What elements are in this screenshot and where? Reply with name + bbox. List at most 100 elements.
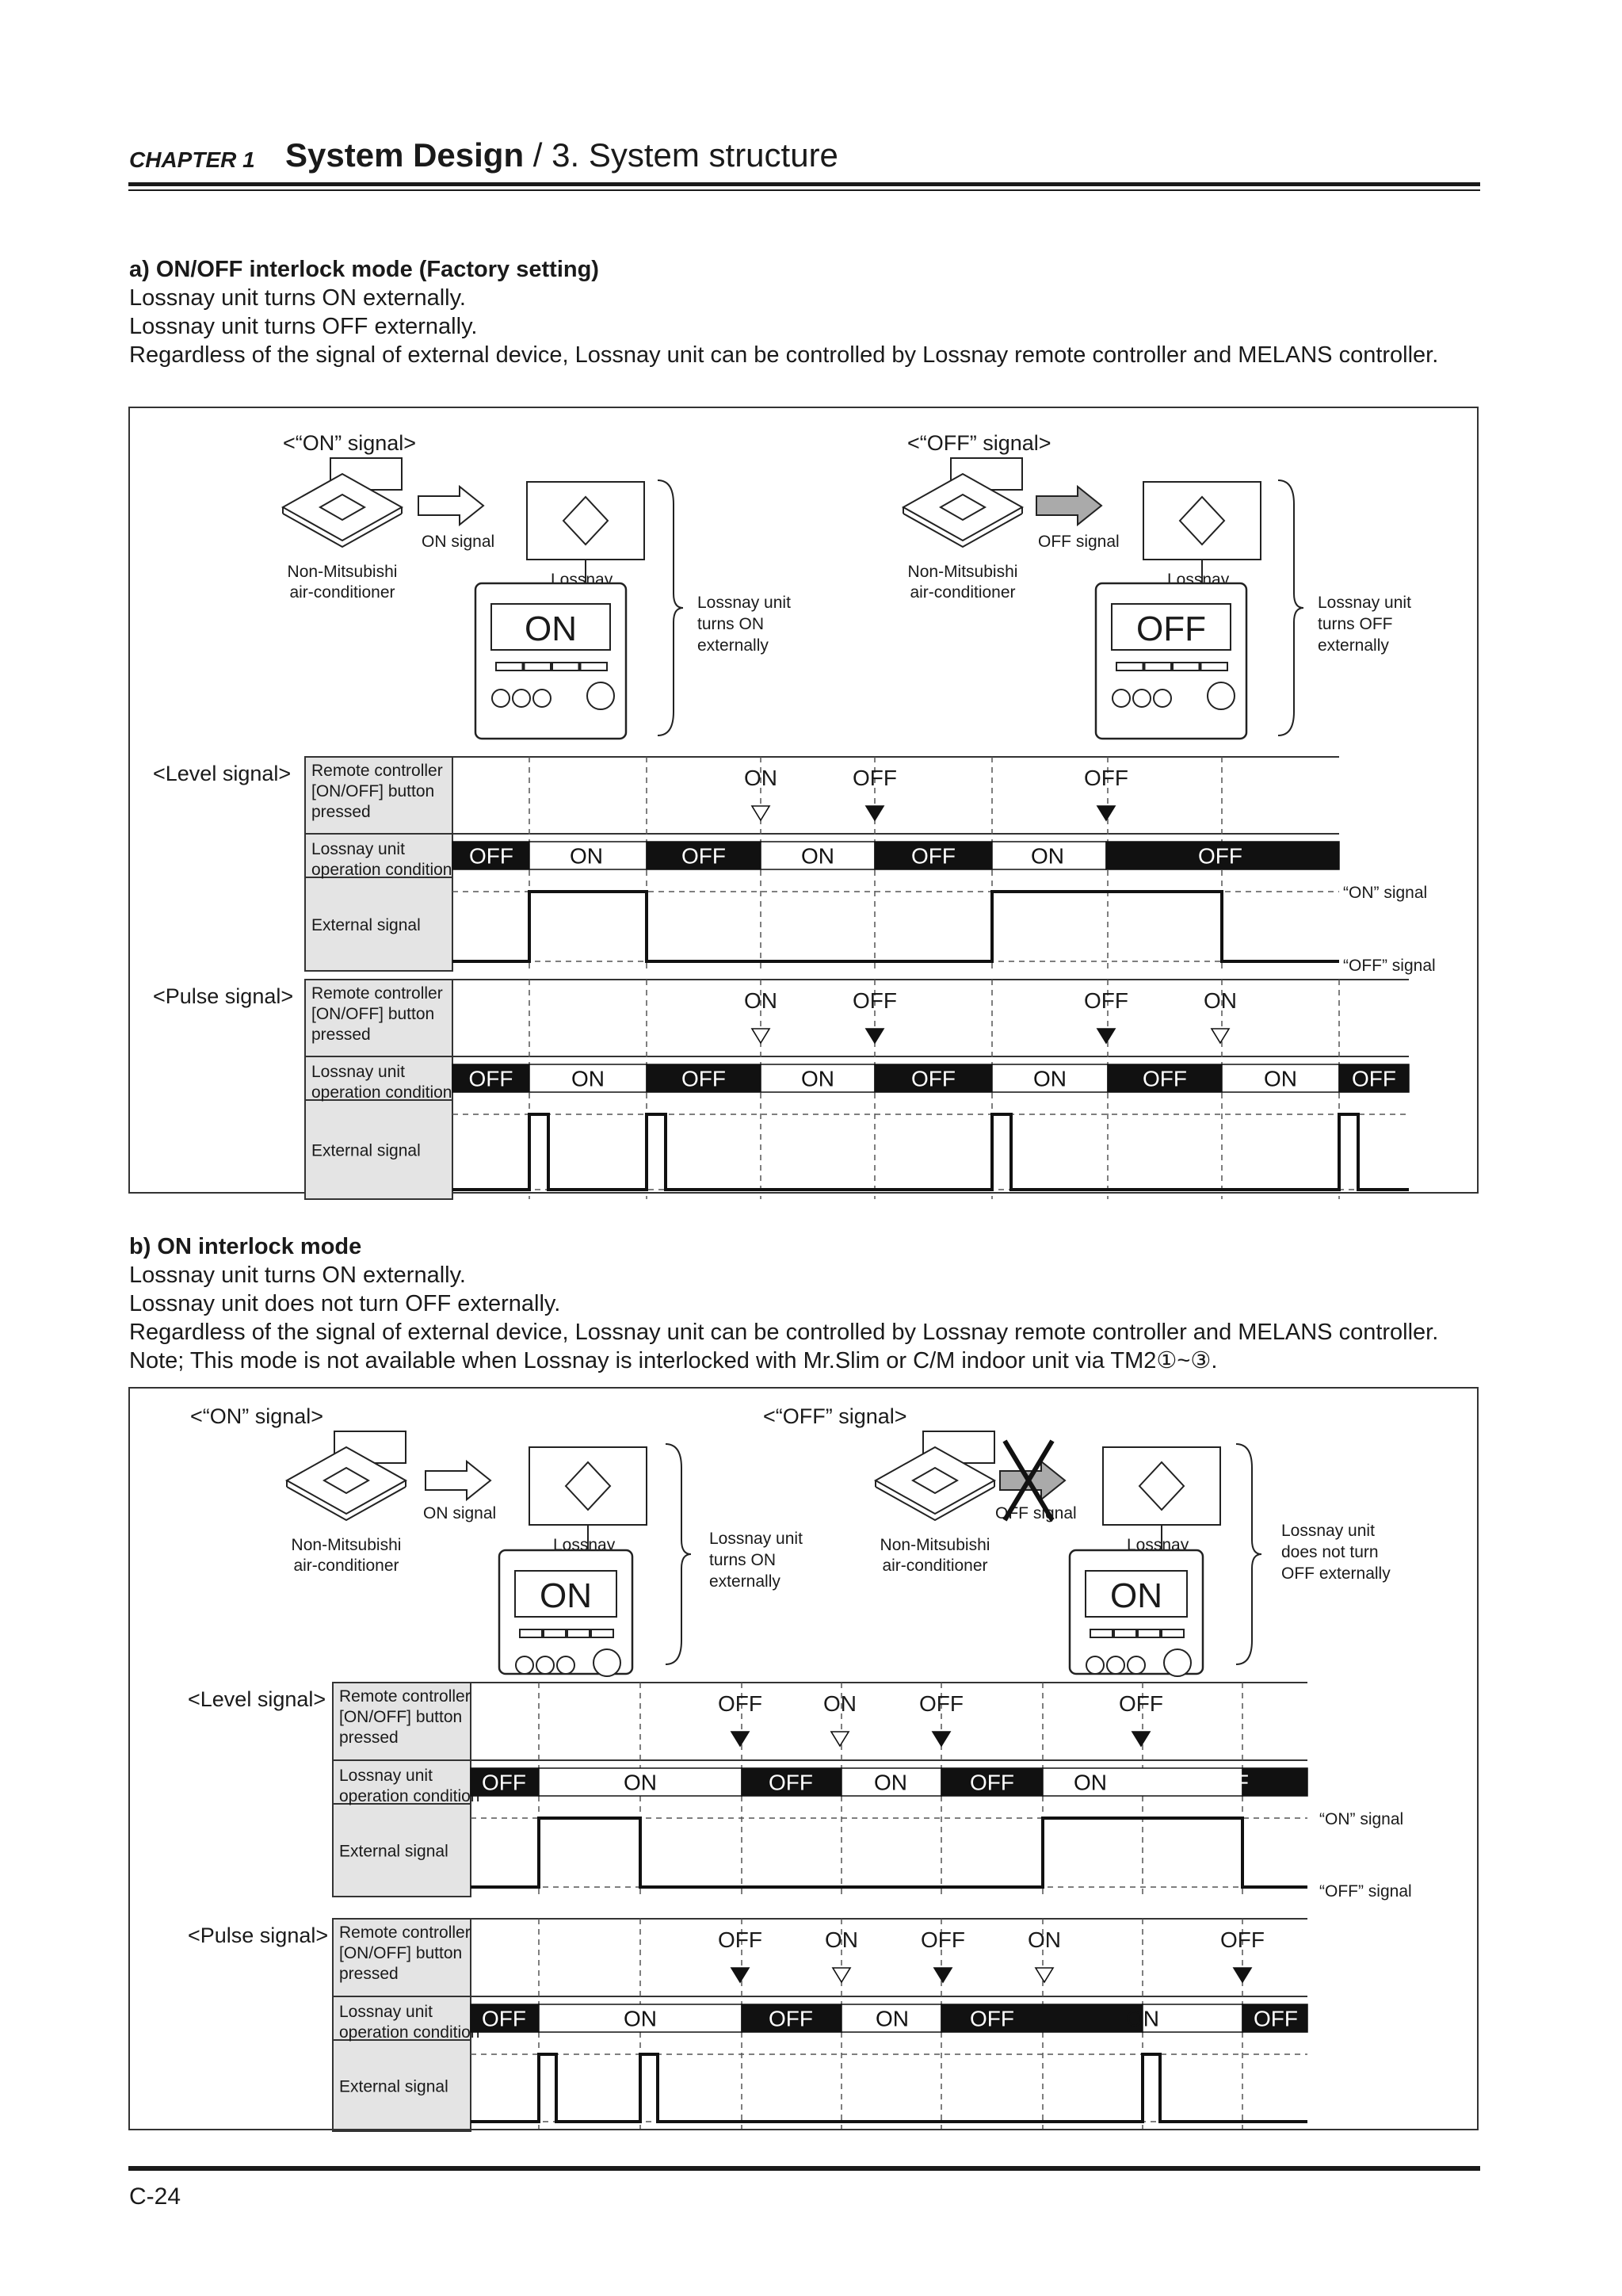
press-marker-filled	[730, 1731, 750, 1748]
press-label: ON	[825, 1927, 858, 1952]
state-off-bar	[470, 2004, 540, 2033]
state-label: ON	[570, 844, 603, 869]
press-label: OFF	[853, 766, 897, 790]
diamond-icon	[562, 495, 609, 546]
state-off-bar	[1105, 841, 1340, 870]
footer-rule	[128, 2166, 1480, 2171]
controller-button	[1112, 689, 1131, 708]
press-label: OFF	[853, 988, 897, 1013]
controller-key	[1137, 1629, 1161, 1638]
signal-block-title: <“OFF” signal>	[763, 1404, 907, 1428]
chapter-label: CHAPTER 1	[129, 147, 255, 172]
state-on-bar	[538, 2004, 742, 2033]
row-label-remote: pressed	[311, 1026, 371, 1044]
state-off-bar	[646, 1064, 761, 1093]
arrow-label: OFF signal	[995, 1504, 1077, 1522]
row-label-remote: pressed	[311, 803, 371, 821]
press-label: OFF	[1220, 1927, 1265, 1952]
signal-arrow	[1036, 484, 1103, 527]
result-label: Lossnay unit	[709, 1530, 803, 1548]
controller-button	[1086, 1656, 1105, 1675]
row-label-remote: [ON/OFF] button	[311, 1005, 434, 1023]
page-number: C-24	[129, 2183, 181, 2210]
controller-key	[1113, 1629, 1137, 1638]
ac-label: Non-Mitsubishi	[292, 1536, 402, 1554]
controller-key	[495, 662, 524, 671]
section-a-line: Lossnay unit turns OFF externally.	[129, 314, 478, 339]
controller-key	[579, 662, 608, 671]
controller-display-text: ON	[525, 609, 577, 648]
arrow-label: OFF signal	[1038, 533, 1120, 551]
diagram-frame-b	[128, 1387, 1479, 2130]
ac-label: Non-Mitsubishi	[880, 1536, 990, 1554]
result-label: Lossnay unit	[1318, 594, 1411, 612]
controller-key	[543, 1629, 567, 1638]
state-label: ON	[874, 1771, 907, 1795]
controller-button	[1132, 689, 1151, 708]
timing-section-label: <Pulse signal>	[153, 984, 293, 1008]
external-signal-wave	[452, 890, 1339, 963]
controller-key	[1161, 1629, 1185, 1638]
row-label-external: External signal	[339, 2078, 448, 2096]
press-label: ON	[744, 766, 777, 790]
row-label-remote: Remote controller	[339, 1924, 471, 1942]
result-label: turns OFF	[1318, 615, 1393, 633]
section-a-heading: a) ON/OFF interlock mode (Factory settin…	[129, 257, 599, 282]
ac-label: air-conditioner	[882, 1557, 987, 1575]
row-label-operation: operation condition	[339, 1787, 479, 1805]
header-rule	[128, 182, 1480, 186]
ac-label: air-conditioner	[910, 583, 1015, 602]
state-label: OFF	[482, 1771, 526, 1795]
controller-power-button	[586, 682, 615, 710]
signal-arrow	[425, 1459, 492, 1502]
row-label-operation: Lossnay unit	[339, 1767, 433, 1785]
section-a-line: Lossnay unit turns ON externally.	[129, 285, 466, 311]
state-on-bar	[760, 1064, 876, 1093]
state-label: OFF	[911, 844, 956, 869]
ac-vent	[938, 493, 987, 521]
ac-vent	[322, 1466, 371, 1495]
section-b-line: Regardless of the signal of external dev…	[129, 1320, 1439, 1345]
legend-on-signal: “ON” signal	[1343, 884, 1427, 902]
brace	[1235, 1443, 1262, 1665]
state-off-bar	[452, 1064, 530, 1093]
state-on-bar	[1042, 1767, 1243, 1797]
ac-vent	[910, 1466, 960, 1495]
controller-button	[491, 689, 510, 708]
ac-edge	[875, 1486, 995, 1522]
ac-edge	[903, 513, 1023, 548]
controller-display	[1085, 1570, 1188, 1618]
ac-edge	[282, 513, 403, 548]
state-off-bar	[941, 2004, 1143, 2033]
row-label-external: External signal	[311, 1142, 421, 1160]
state-off-bar	[1242, 2004, 1308, 2033]
signal-block-title: <“ON” signal>	[190, 1404, 323, 1428]
row-label-operation: operation condition	[311, 861, 452, 879]
press-label: ON	[823, 1691, 857, 1716]
ac-edge	[286, 1486, 406, 1522]
legend-off-signal: “OFF” signal	[1319, 1882, 1412, 1901]
section-b-heading: b) ON interlock mode	[129, 1234, 362, 1259]
controller-key	[1172, 662, 1200, 671]
section-b-line: Lossnay unit turns ON externally.	[129, 1263, 466, 1288]
row-label-operation: operation condition	[339, 2023, 479, 2042]
state-label: OFF	[769, 2007, 813, 2031]
diamond-icon	[564, 1461, 612, 1511]
press-marker-open	[831, 1967, 852, 1984]
state-on-bar	[841, 1767, 942, 1797]
press-marker-open	[750, 805, 771, 822]
press-marker-open	[750, 1028, 771, 1045]
external-signal-wave	[452, 1113, 1409, 1191]
press-label: ON	[744, 988, 777, 1013]
controller-key	[1200, 662, 1228, 671]
external-signal-wave	[471, 2053, 1307, 2123]
row-label-remote: pressed	[339, 1965, 399, 1983]
row-label-remote: [ON/OFF] button	[339, 1944, 462, 1962]
state-label: ON	[1264, 1067, 1297, 1091]
state-label: OFF	[681, 844, 726, 869]
diagram-frame-a	[128, 407, 1479, 1194]
press-label: OFF	[919, 1691, 964, 1716]
title-main: System Design	[285, 136, 525, 174]
page-title: System Design / 3. System structure	[285, 136, 838, 174]
diagram-a: <“ON” signal>Non-Mitsubishiair-condition…	[153, 431, 1436, 1200]
